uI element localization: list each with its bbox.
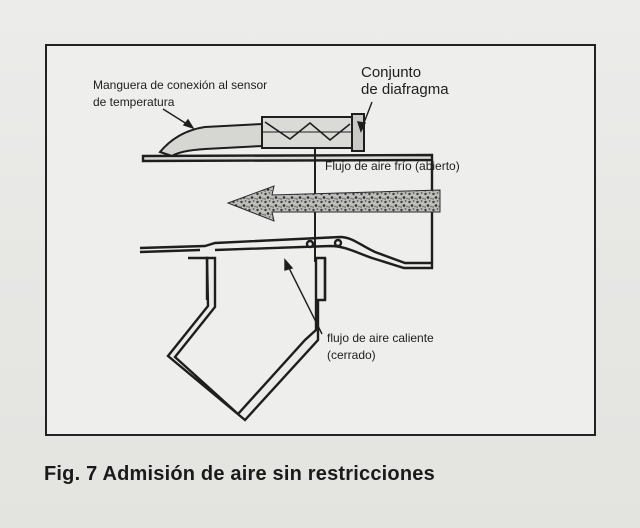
hot-air-label: flujo de aire caliente	[327, 331, 434, 345]
diaphragm-label: Conjunto	[361, 64, 422, 81]
diaphragm-label-line2: de diafragma	[361, 81, 449, 98]
hot-air-chamber	[166, 256, 327, 422]
upper-duct-wall	[141, 153, 434, 262]
leader-lines	[162, 101, 373, 335]
figure-caption: Fig. 7 Admisión de aire sin restriccione…	[44, 463, 435, 485]
figure-frame	[45, 44, 596, 436]
lower-duct-wall	[139, 235, 434, 270]
hose-label-line2: de temperatura	[93, 95, 175, 109]
hot-air-label-line2: (cerrado)	[327, 348, 376, 362]
hose-label: Manguera de conexión al sensor	[93, 78, 268, 92]
diaphragm-assembly	[158, 113, 365, 262]
cold-air-label: Flujo de aire frío (abierto)	[325, 159, 460, 173]
cold-air-arrow	[226, 185, 441, 222]
